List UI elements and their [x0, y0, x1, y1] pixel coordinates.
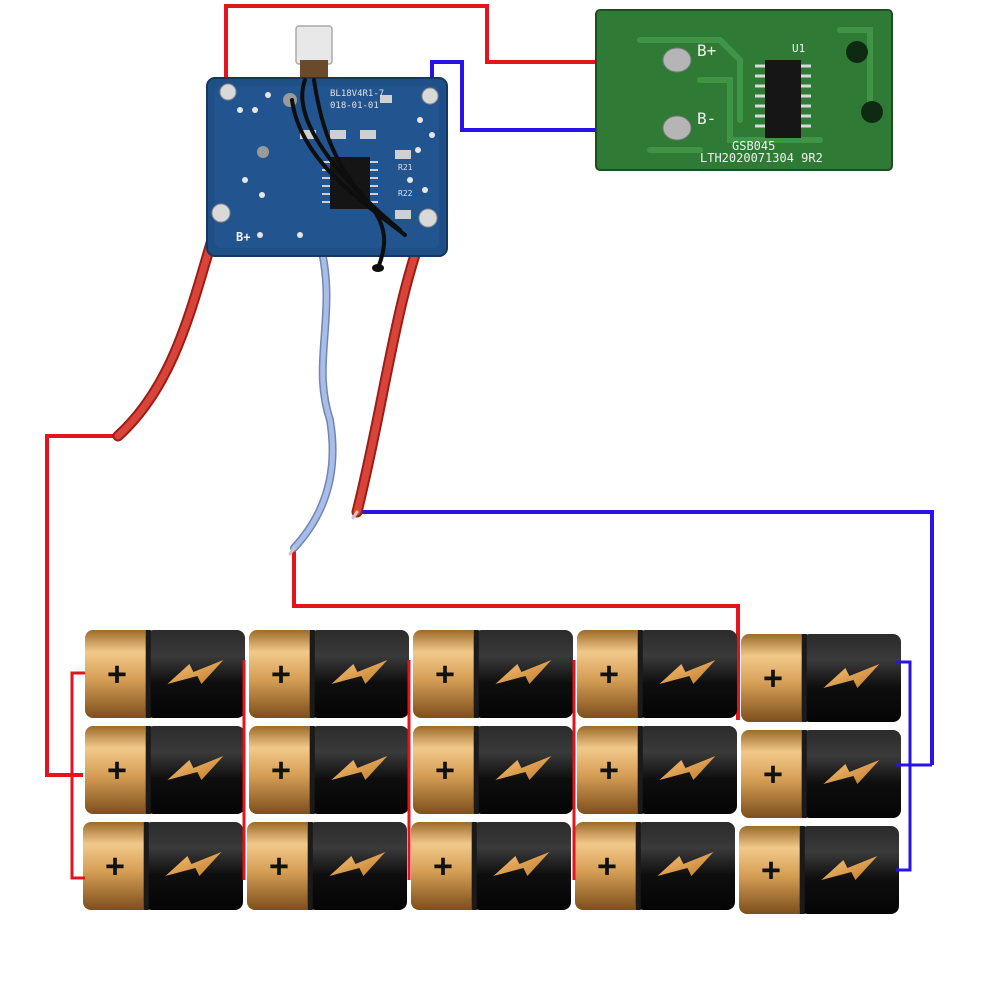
positive-terminal-symbol: +: [435, 655, 454, 693]
lightning-bolt-icon: [821, 856, 878, 880]
lightning-bolt-icon: [167, 660, 224, 684]
positive-terminal-symbol: +: [599, 751, 618, 789]
battery-cell: +: [83, 822, 243, 910]
green-board-hole-top: [846, 41, 868, 63]
green-pad-bplus: [662, 47, 692, 73]
positive-terminal-symbol: +: [269, 847, 288, 885]
positive-terminal-symbol: +: [433, 847, 452, 885]
lightning-bolt-icon: [495, 756, 552, 780]
lightning-bolt-icon: [331, 660, 388, 684]
lightning-bolt-icon: [823, 760, 880, 784]
battery-cell: +: [247, 822, 407, 910]
wire-bminus-to-pack: [357, 510, 934, 765]
wire-bms-to-green-bminus: [430, 60, 676, 132]
bms-board: BL18V4R1-7 018-01-01 R21 R22 B+: [206, 25, 448, 272]
lightning-bolt-icon: [495, 660, 552, 684]
positive-terminal-symbol: +: [435, 751, 454, 789]
positive-terminal-symbol: +: [271, 751, 290, 789]
lightning-bolt-icon: [167, 756, 224, 780]
green-bminus-label: B-: [697, 109, 716, 128]
bms-date-label: 018-01-01: [330, 101, 379, 111]
cell-interconnects: [70, 660, 932, 880]
battery-cell: +: [739, 826, 899, 914]
battery-cell: +: [577, 726, 737, 814]
battery-cell: +: [85, 726, 245, 814]
lightning-bolt-icon: [659, 756, 716, 780]
green-board-hole-bottom: [861, 101, 883, 123]
lightning-bolt-icon: [493, 852, 550, 876]
bms-r21-label: R21: [398, 163, 413, 172]
battery-cell: +: [85, 630, 245, 718]
positive-terminal-symbol: +: [271, 655, 290, 693]
green-bplus-label: B+: [697, 41, 716, 60]
battery-cell: +: [411, 822, 571, 910]
lightning-bolt-icon: [659, 660, 716, 684]
wire-balance-to-cells: [292, 548, 740, 720]
battery-cell: +: [577, 630, 737, 718]
bms-pad-bottom-right: [418, 208, 438, 228]
bms-pad-bplus: [211, 203, 231, 223]
positive-terminal-symbol: +: [597, 847, 616, 885]
bms-bplus-label: B+: [236, 230, 250, 244]
positive-terminal-symbol: +: [763, 659, 782, 697]
positive-terminal-symbol: +: [107, 655, 126, 693]
lightning-bolt-icon: [329, 852, 386, 876]
bms-model-label: BL18V4R1-7: [330, 89, 384, 99]
connection-wires: [45, 4, 934, 777]
wire-bplus-to-pack: [45, 434, 118, 777]
red-lead-left: [112, 208, 226, 442]
bms-pad-top-left: [219, 83, 237, 101]
bms-r22-label: R22: [398, 189, 413, 198]
lightning-bolt-icon: [165, 852, 222, 876]
battery-pack: + + + + + + + + + + + + + + +: [83, 630, 901, 914]
green-serial: LTH2020071304 9R2: [700, 151, 823, 165]
positive-terminal-symbol: +: [763, 755, 782, 793]
battery-cell: +: [741, 634, 901, 722]
battery-cell: +: [413, 630, 573, 718]
green-pad-bminus: [662, 115, 692, 141]
battery-cell: +: [413, 726, 573, 814]
green-board: B+ B- U1 GSB045 LTH2020071304 9R2: [595, 9, 893, 171]
green-part-code: GSB045: [732, 139, 775, 153]
battery-cell: +: [249, 630, 409, 718]
positive-terminal-symbol: +: [105, 847, 124, 885]
bms-pad-top-right: [421, 87, 439, 105]
positive-terminal-symbol: +: [761, 851, 780, 889]
bms-connector: [295, 25, 333, 65]
positive-terminal-symbol: +: [599, 655, 618, 693]
positive-terminal-symbol: +: [107, 751, 126, 789]
wire-bms-to-green-bplus: [224, 4, 676, 88]
battery-cell: +: [575, 822, 735, 910]
battery-cell: +: [249, 726, 409, 814]
lightning-bolt-icon: [823, 664, 880, 688]
battery-cell: +: [741, 730, 901, 818]
lightning-bolt-icon: [657, 852, 714, 876]
green-board-ic: [765, 60, 801, 138]
green-chip-label: U1: [792, 42, 805, 55]
lightning-bolt-icon: [331, 756, 388, 780]
